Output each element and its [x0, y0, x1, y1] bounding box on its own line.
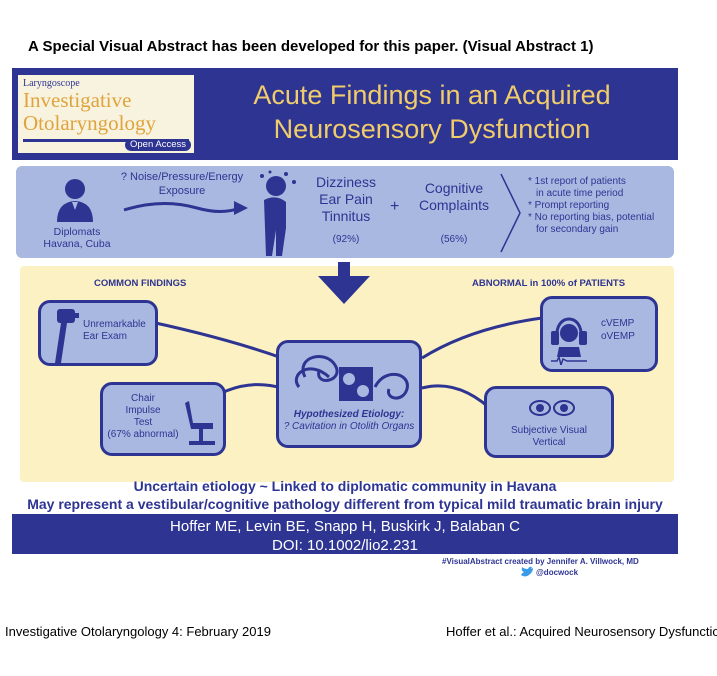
citation-banner: [12, 514, 678, 554]
study-notes: * 1st report of patients in acute time p…: [528, 176, 655, 235]
exposure-row: Diplomats Havana, Cuba ? Noise/Pressure/…: [16, 166, 674, 258]
logo-bar: [23, 139, 189, 142]
ear-exam-box: Unremarkable Ear Exam: [38, 300, 158, 366]
symptom-percent: (92%): [332, 234, 360, 245]
title-line2: Neurosensory Dysfunction: [273, 114, 591, 144]
logo-small-text: Laryngoscope: [23, 78, 80, 89]
inner-ear-icon: [294, 355, 409, 401]
eyes-icon: [529, 400, 575, 416]
open-access-badge: Open Access: [125, 139, 191, 151]
journal-logo: Laryngoscope Investigative Otolaryngolog…: [18, 75, 194, 153]
conclusion-line2: May represent a vestibular/cognitive pat…: [27, 496, 663, 512]
chair-test-box: Chair Impulse Test (67% abnormal): [100, 382, 226, 456]
twitter-handle: @docwock: [536, 568, 579, 577]
authors: Hoffer ME, Levin BE, Snapp H, Buskirk J,…: [170, 518, 520, 535]
vemp-box: cVEMP oVEMP: [540, 296, 658, 372]
chair-test-label: Chair Impulse Test (67% abnormal): [107, 393, 179, 440]
twitter-bird-icon: [521, 566, 533, 577]
etiology-label: Hypothesized Etiology: ? Cavitation in O…: [283, 409, 415, 432]
visual-abstract: Laryngoscope Investigative Otolaryngolog…: [12, 68, 678, 577]
footer-running-title: Hoffer et al.: Acquired Neurosensory Dys…: [446, 624, 717, 639]
headphones-icon: [551, 317, 587, 365]
common-findings-heading: COMMON FINDINGS: [94, 278, 187, 289]
rotary-chair-icon: [185, 401, 215, 445]
logo-line1: Investigative: [23, 88, 132, 112]
etiology-box: Hypothesized Etiology: ? Cavitation in O…: [276, 340, 422, 448]
footer-journal: Investigative Otolaryngology 4: February…: [5, 624, 271, 639]
symptom-list: Dizziness Ear Pain Tinnitus: [316, 174, 376, 224]
plus-sign: +: [390, 198, 400, 215]
cognitive-label: Cognitive Complaints: [418, 180, 490, 213]
vemp-label: cVEMP oVEMP: [601, 318, 635, 342]
logo-line2: Otolaryngology: [23, 111, 156, 135]
diplomat-icon: [57, 179, 93, 222]
doi: DOI: 10.1002/lio2.231: [272, 537, 418, 554]
diplomat-label: Diplomats Havana, Cuba: [43, 226, 111, 250]
abnormal-heading: ABNORMAL in 100% of PATIENTS: [472, 278, 626, 289]
svv-label: Subjective Visual Vertical: [511, 425, 587, 448]
title-line1: Acute Findings in an Acquired: [253, 80, 611, 110]
credit-line: #VisualAbstract created by Jennifer A. V…: [442, 557, 639, 566]
findings-panel: COMMON FINDINGS ABNORMAL in 100% of PATI…: [20, 266, 674, 482]
main-title: Acute Findings in an Acquired Neurosenso…: [212, 78, 652, 146]
svv-box: Subjective Visual Vertical: [484, 386, 614, 458]
conclusion-line1: Uncertain etiology ~ Linked to diplomati…: [133, 478, 557, 494]
dizzy-person-icon: [260, 170, 296, 256]
exposure-arrow-icon: [123, 201, 248, 215]
cognitive-percent: (56%): [440, 234, 468, 245]
figure-caption: A Special Visual Abstract has been devel…: [28, 38, 594, 55]
down-arrow-icon: [318, 262, 370, 304]
ear-exam-label: Unremarkable Ear Exam: [83, 319, 146, 342]
exposure-label: ? Noise/Pressure/Energy Exposure: [120, 171, 244, 197]
bracket-chevron-icon: [500, 173, 521, 253]
otoscope-icon: [55, 309, 79, 363]
header-banner: Laryngoscope Investigative Otolaryngolog…: [12, 68, 678, 160]
